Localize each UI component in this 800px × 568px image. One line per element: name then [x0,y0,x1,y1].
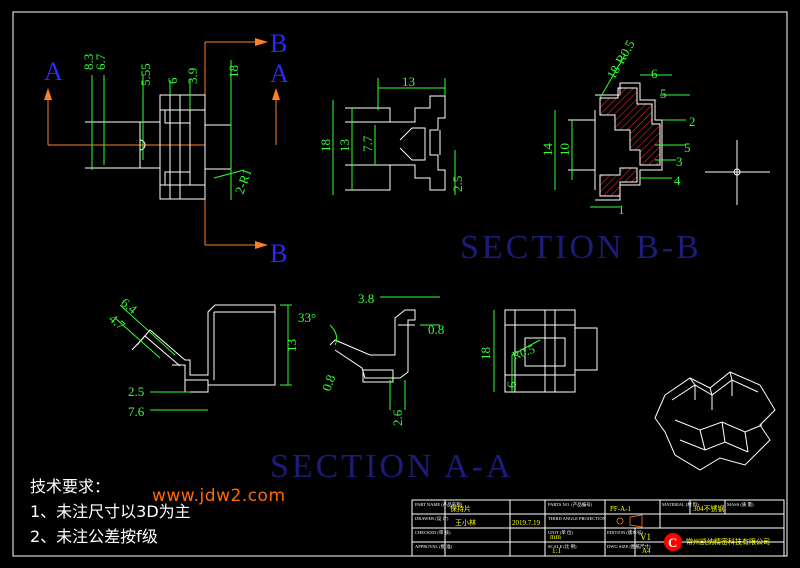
dim-2-5: 2.5 [450,176,465,192]
company-logo [664,533,682,551]
dim-aa-33-deg: 33° [298,310,316,325]
tb-parts-no-label: PARTS NO. (产品编号) [548,501,593,508]
section-aa-title: SECTION A-A [270,448,514,485]
dim-aa-2-5: 2.5 [128,384,144,399]
tb-part-name: 保持片 [450,504,471,513]
dim-6-7: 6.7 [93,53,108,70]
dim-3-9: 3.9 [185,68,200,84]
dim-aa-2-6: 2.6 [390,409,405,426]
tb-parts-no: PF-A-1 [610,505,632,513]
dim-aa-0-8-left: 0.8 [319,373,339,393]
technical-requirements: 技术要求： 1、未注尺寸以3D为主 2、未注公差按f级 [30,474,191,549]
title-block: PART NAME (产品名称) DRAWER (设 计) CHECKED (审… [411,499,785,557]
dim-bb-3: 3 [676,154,683,169]
section-hatch-bottom [599,167,638,197]
dim-aa-6-4: 6.4 [118,295,140,317]
dim-bb-1: 1 [618,202,625,217]
section-bb-view: 18-R0.5 6 5 2 14 10 5 3 4 1 SECTION B-B [460,37,770,266]
notes-line-2: 2、未注公差按f级 [30,527,158,546]
isometric-view [654,371,776,471]
tb-drawer: 王小林 [455,518,476,527]
dim-aa-7-6: 7.6 [128,404,145,419]
tb-unit: mm [550,533,561,541]
projection-symbol [616,514,643,528]
tb-projection-label: THIRD ANGLE PROJECTION [548,516,607,521]
front-view: 8.3 6.7 5.55 6 3.9 18 2-R1 A A B B [44,29,289,268]
tb-dwg-size-label: DWG SIZE (图纸尺寸) [607,543,651,550]
dim-5-55: 5.55 [138,63,153,86]
tb-dwg-size: A4 [642,547,651,555]
dim-13-side: 13 [337,139,352,152]
dim-bb-4: 4 [674,173,681,188]
company-logo-letter: C [668,535,677,550]
section-label-b-top: B [270,29,287,58]
tb-checked-label: CHECKED (审 核) [415,529,451,536]
dim-bb-2: 2 [689,114,696,129]
dim-bb-14: 14 [540,143,555,157]
dim-right-r0-5: R0.5 [510,342,536,363]
tb-mass-label: MASS (质 量) [727,501,754,508]
tb-scale-label: SCALE (比 例) [548,543,577,550]
section-label-b-bottom: B [270,239,287,268]
dim-right-18: 18 [478,347,493,360]
section-aa-mid-view: 3.8 33° 0.8 0.8 2.6 [298,291,444,426]
dim-bb-10: 10 [557,143,572,156]
section-label-a-right: A [270,59,289,88]
dim-bb-5-top: 5 [660,86,667,101]
center-mark [705,140,770,205]
tb-approval-label: APPROVAL (批 准) [415,543,453,550]
dim-aa-3-8: 3.8 [358,291,374,306]
tb-material: 304不锈钢 [693,504,725,513]
tb-part-name-label: PART NAME (产品名称) [415,501,463,508]
dim-6: 6 [165,77,180,84]
section-hatch-top [599,87,661,166]
section-label-a-left: A [44,57,63,86]
tb-scale: 1:1 [552,547,561,555]
tb-date: 2019.7.19 [512,519,541,527]
dim-aa-0-8-right: 0.8 [428,322,444,337]
dim-18-side: 18 [318,139,333,152]
notes-line-1: 1、未注尺寸以3D为主 [30,502,191,521]
section-aa-right-view: 18 6 R0.5 [478,309,598,393]
tb-unit-label: UNIT (单 位) [548,529,573,536]
dim-18: 18 [226,65,241,78]
watermark-text: www.jdw2.com [152,486,286,506]
section-bb-title: SECTION B-B [460,229,702,266]
tb-material-label: MATERIAL (材 料) [662,501,699,508]
dim-bb-6: 6 [651,66,658,81]
dim-7-7: 7.7 [360,135,375,152]
dim-right-6: 6 [504,381,519,388]
dim-13-top: 13 [402,74,415,89]
company-name: 常州凯纳精密科技有限公司 [686,537,770,546]
dim-aa-13: 13 [284,339,299,352]
side-view: 13 18 13 7.7 2.5 [318,74,465,195]
drawing-border [12,11,788,557]
tb-edition-label: EDITION (版本号) [607,529,643,536]
dim-18-r0-5: 18-R0.5 [604,37,638,81]
dim-8-3: 8.3 [81,54,96,70]
dim-bb-5-right: 5 [684,140,691,155]
dim-2-r1: 2-R1 [232,166,255,196]
tb-drawer-label: DRAWER (设 计) [415,515,449,522]
section-aa-left-view: 6.4 4.7 13 2.5 7.6 [106,295,299,419]
dim-aa-4-7: 4.7 [106,311,128,333]
tb-edition: V1 [640,532,651,542]
notes-title: 技术要求： [30,477,111,496]
